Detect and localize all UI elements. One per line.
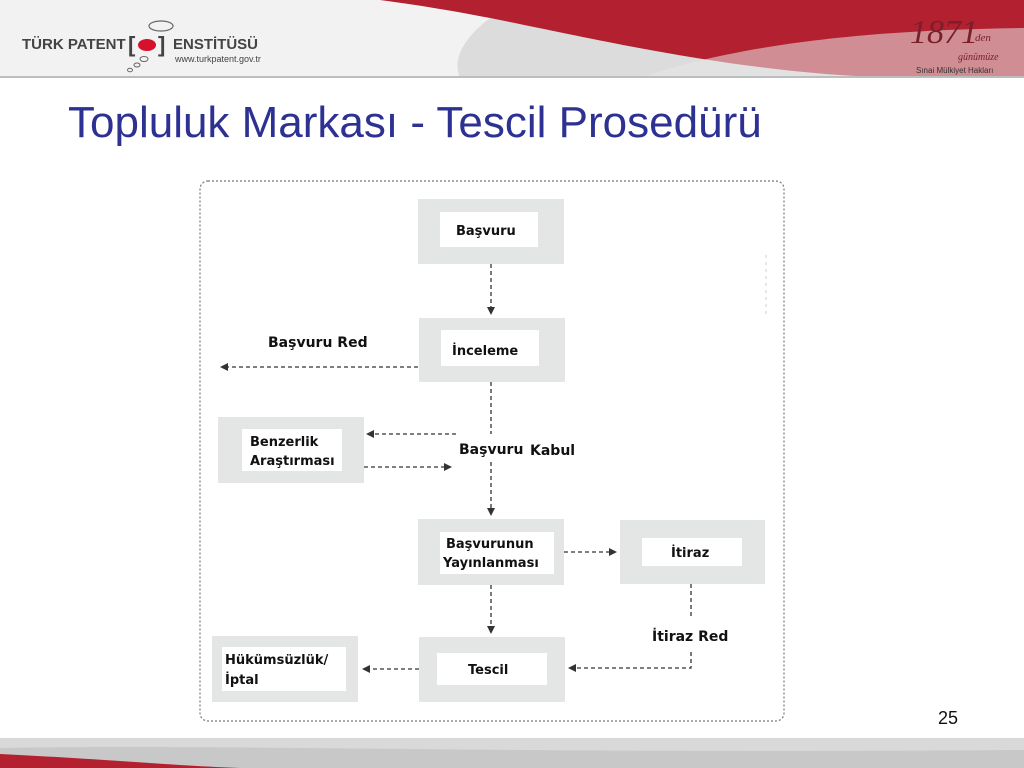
node-hukumsuzluk: Hükümsüzlük/ İptal — [212, 636, 358, 702]
logo-url: www.turkpatent.gov.tr — [175, 54, 261, 64]
edge-itiraz-red-tescil — [568, 652, 692, 672]
edge-label-basvuru-kabul-1: Başvuru — [459, 442, 523, 458]
node-tescil: Tescil — [419, 637, 565, 702]
node-hukumsuzluk-label-2: İptal — [225, 672, 259, 688]
node-benzerlik: Benzerlik Araştırması — [218, 417, 364, 483]
node-basvuru-label: Başvuru — [456, 224, 516, 239]
slide-title: Topluluk Markası - Tescil Prosedürü — [68, 98, 762, 147]
svg-text:]: ] — [158, 32, 165, 57]
node-inceleme: İnceleme — [419, 318, 565, 382]
logo-bracket-icon: [ ] — [127, 20, 174, 73]
node-itiraz-label: İtiraz — [671, 545, 709, 561]
logo-text-right: ENSTİTÜSÜ — [173, 36, 259, 53]
node-benzerlik-label-1: Benzerlik — [250, 435, 319, 450]
node-basvuru: Başvuru — [418, 199, 564, 264]
page-number: 25 — [938, 708, 959, 728]
logo-text-left: TÜRK PATENT — [22, 36, 126, 53]
badge-year: 1871 — [910, 14, 978, 51]
node-hukumsuzluk-label-1: Hükümsüzlük/ — [225, 653, 328, 668]
svg-text:[: [ — [128, 32, 136, 57]
node-yayin: Başvurunun Yayınlanması — [418, 519, 564, 585]
edge-label-itiraz-red: İtiraz Red — [652, 628, 728, 645]
diagram-frame — [199, 180, 785, 722]
node-yayin-label-2: Yayınlanması — [442, 556, 539, 571]
header-background — [0, 0, 1024, 78]
node-inceleme-label: İnceleme — [452, 343, 518, 359]
badge-sub: günümüze — [958, 52, 999, 63]
node-itiraz: İtiraz — [620, 520, 765, 584]
node-yayin-label-1: Başvurunun — [446, 537, 534, 552]
badge-caption: Sınai Mülkiyet Hakları — [916, 66, 994, 75]
badge-suffix: den — [975, 32, 991, 44]
footer-background — [0, 738, 1024, 768]
edge-label-basvuru-red: Başvuru Red — [268, 335, 368, 351]
node-benzerlik-label-2: Araştırması — [250, 454, 335, 469]
edge-label-basvuru-kabul-2: Kabul — [530, 443, 575, 459]
node-tescil-label: Tescil — [468, 663, 508, 678]
